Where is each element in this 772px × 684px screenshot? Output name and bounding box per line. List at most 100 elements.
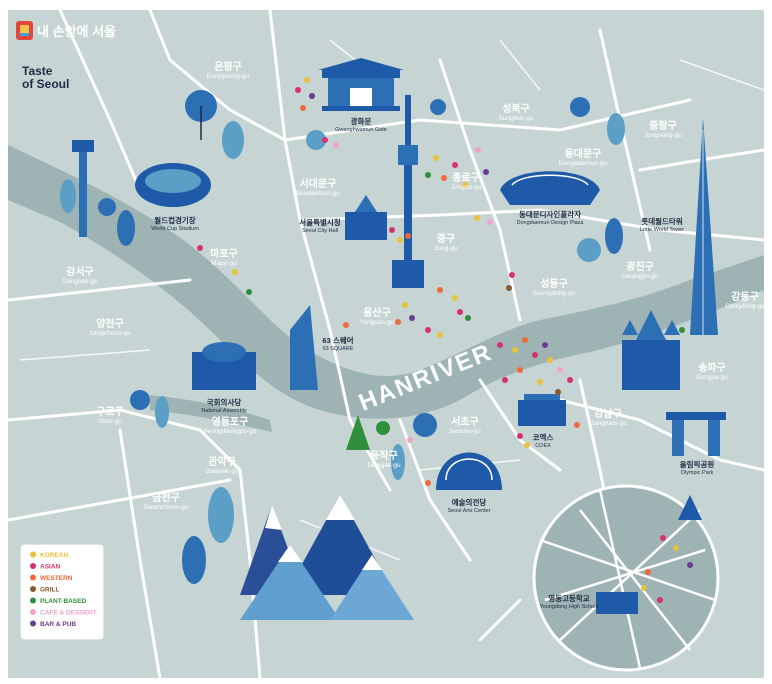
n-seoul-tower-icon: [392, 95, 424, 288]
tree-icon: [60, 179, 76, 213]
svg-text:구로구: 구로구: [96, 406, 124, 418]
seoul-arts-center-icon: [436, 452, 502, 490]
svg-text:Gwanak-gu: Gwanak-gu: [205, 468, 239, 475]
legend-label: GRILL: [40, 587, 60, 594]
gwanghwamun-icon: [318, 58, 404, 111]
svg-text:Yangcheon-gu: Yangcheon-gu: [89, 330, 131, 337]
svg-text:코엑스: 코엑스: [533, 432, 554, 442]
tree-icon: [222, 121, 244, 159]
olympic-park-gate-icon: [666, 412, 726, 456]
svg-text:Dongjak-gu: Dongjak-gu: [367, 462, 401, 469]
tree-icon: [430, 99, 446, 115]
svg-text:COEX: COEX: [535, 443, 551, 449]
mountains: [240, 495, 414, 620]
svg-text:영동고등학교: 영동고등학교: [548, 593, 589, 603]
svg-text:Dongdaemun Design Plaza: Dongdaemun Design Plaza: [517, 220, 585, 226]
svg-text:광화문: 광화문: [351, 116, 372, 126]
svg-text:Olympic Park: Olympic Park: [681, 470, 714, 476]
svg-text:Seoul City Hall: Seoul City Hall: [302, 228, 338, 234]
svg-text:월드컵경기장: 월드컵경기장: [154, 215, 195, 225]
map-pin-icon: [30, 586, 36, 592]
svg-text:Youngdong High School: Youngdong High School: [540, 604, 599, 610]
svg-text:Gangnam-gu: Gangnam-gu: [589, 420, 627, 427]
taste-of-seoul-logo: Taste of Seoul: [22, 64, 69, 91]
legend-label: WESTERN: [40, 575, 73, 582]
app-header: 내 손안에 서울: [16, 21, 116, 40]
tree-icon: [570, 97, 590, 117]
svg-text:예술의전당: 예술의전당: [452, 497, 487, 507]
svg-text:용산구: 용산구: [363, 306, 391, 319]
map-pin-icon: [30, 620, 36, 627]
svg-text:성북구: 성북구: [502, 102, 530, 115]
svg-text:은평구: 은평구: [214, 60, 242, 73]
legend-item: BAR & PUB: [30, 620, 76, 628]
svg-text:강남구: 강남구: [594, 407, 622, 420]
anyang-stream: [150, 395, 272, 432]
svg-text:Mapo-gu: Mapo-gu: [211, 260, 237, 267]
tree-icon: [130, 390, 150, 410]
svg-text:강서구: 강서구: [66, 265, 94, 278]
svg-text:중랑구: 중랑구: [649, 120, 677, 132]
legend-item: WESTERN: [30, 574, 73, 582]
svg-text:금천구: 금천구: [152, 491, 180, 504]
legend-item: KOREAN: [30, 551, 68, 559]
ddp-icon: [500, 171, 600, 205]
svg-text:National Assembly: National Assembly: [201, 408, 246, 414]
svg-text:송파구: 송파구: [698, 361, 726, 374]
svg-text:국회의사당: 국회의사당: [207, 397, 242, 407]
tree-icon: [346, 415, 370, 450]
svg-text:Lotte World Tower: Lotte World Tower: [640, 227, 684, 233]
tree-icon: [391, 444, 405, 480]
tree-icon: [413, 413, 437, 437]
svg-text:마포구: 마포구: [210, 247, 238, 260]
svg-text:관악구: 관악구: [208, 455, 236, 468]
svg-text:Geumcheon-gu: Geumcheon-gu: [144, 504, 189, 511]
svg-text:종로구: 종로구: [452, 172, 480, 184]
svg-text:서울특별시청: 서울특별시청: [299, 217, 340, 227]
legend-item: GRILL: [30, 586, 60, 594]
legend-label: CAFÉ & DESSERT: [40, 608, 97, 617]
svg-text:Jungnang-gu: Jungnang-gu: [644, 132, 682, 139]
legend-label: PLANT-BASED: [40, 598, 87, 605]
63-square-icon: [290, 305, 318, 390]
svg-text:올림픽공원: 올림픽공원: [680, 459, 715, 469]
svg-text:Seodaemun-gu: Seodaemun-gu: [296, 190, 341, 197]
gangnam-inset-map: [532, 484, 720, 672]
svg-text:서대문구: 서대문구: [300, 177, 337, 190]
legend-item: PLANT-BASED: [30, 597, 87, 605]
svg-text:Gwanghwamun Gate: Gwanghwamun Gate: [335, 127, 387, 133]
tree-icon: [605, 218, 623, 254]
tree-icon: [117, 210, 135, 246]
legend-box: [19, 543, 105, 641]
map-pin-icon: [30, 574, 36, 581]
han-river: [8, 145, 764, 419]
world-cup-stadium-icon: [135, 163, 211, 207]
svg-text:Sungbuk-gu: Sungbuk-gu: [498, 115, 533, 122]
logo-line2: of Seoul: [22, 77, 69, 91]
legend-item: CAFÉ & DESSERT: [30, 608, 97, 617]
